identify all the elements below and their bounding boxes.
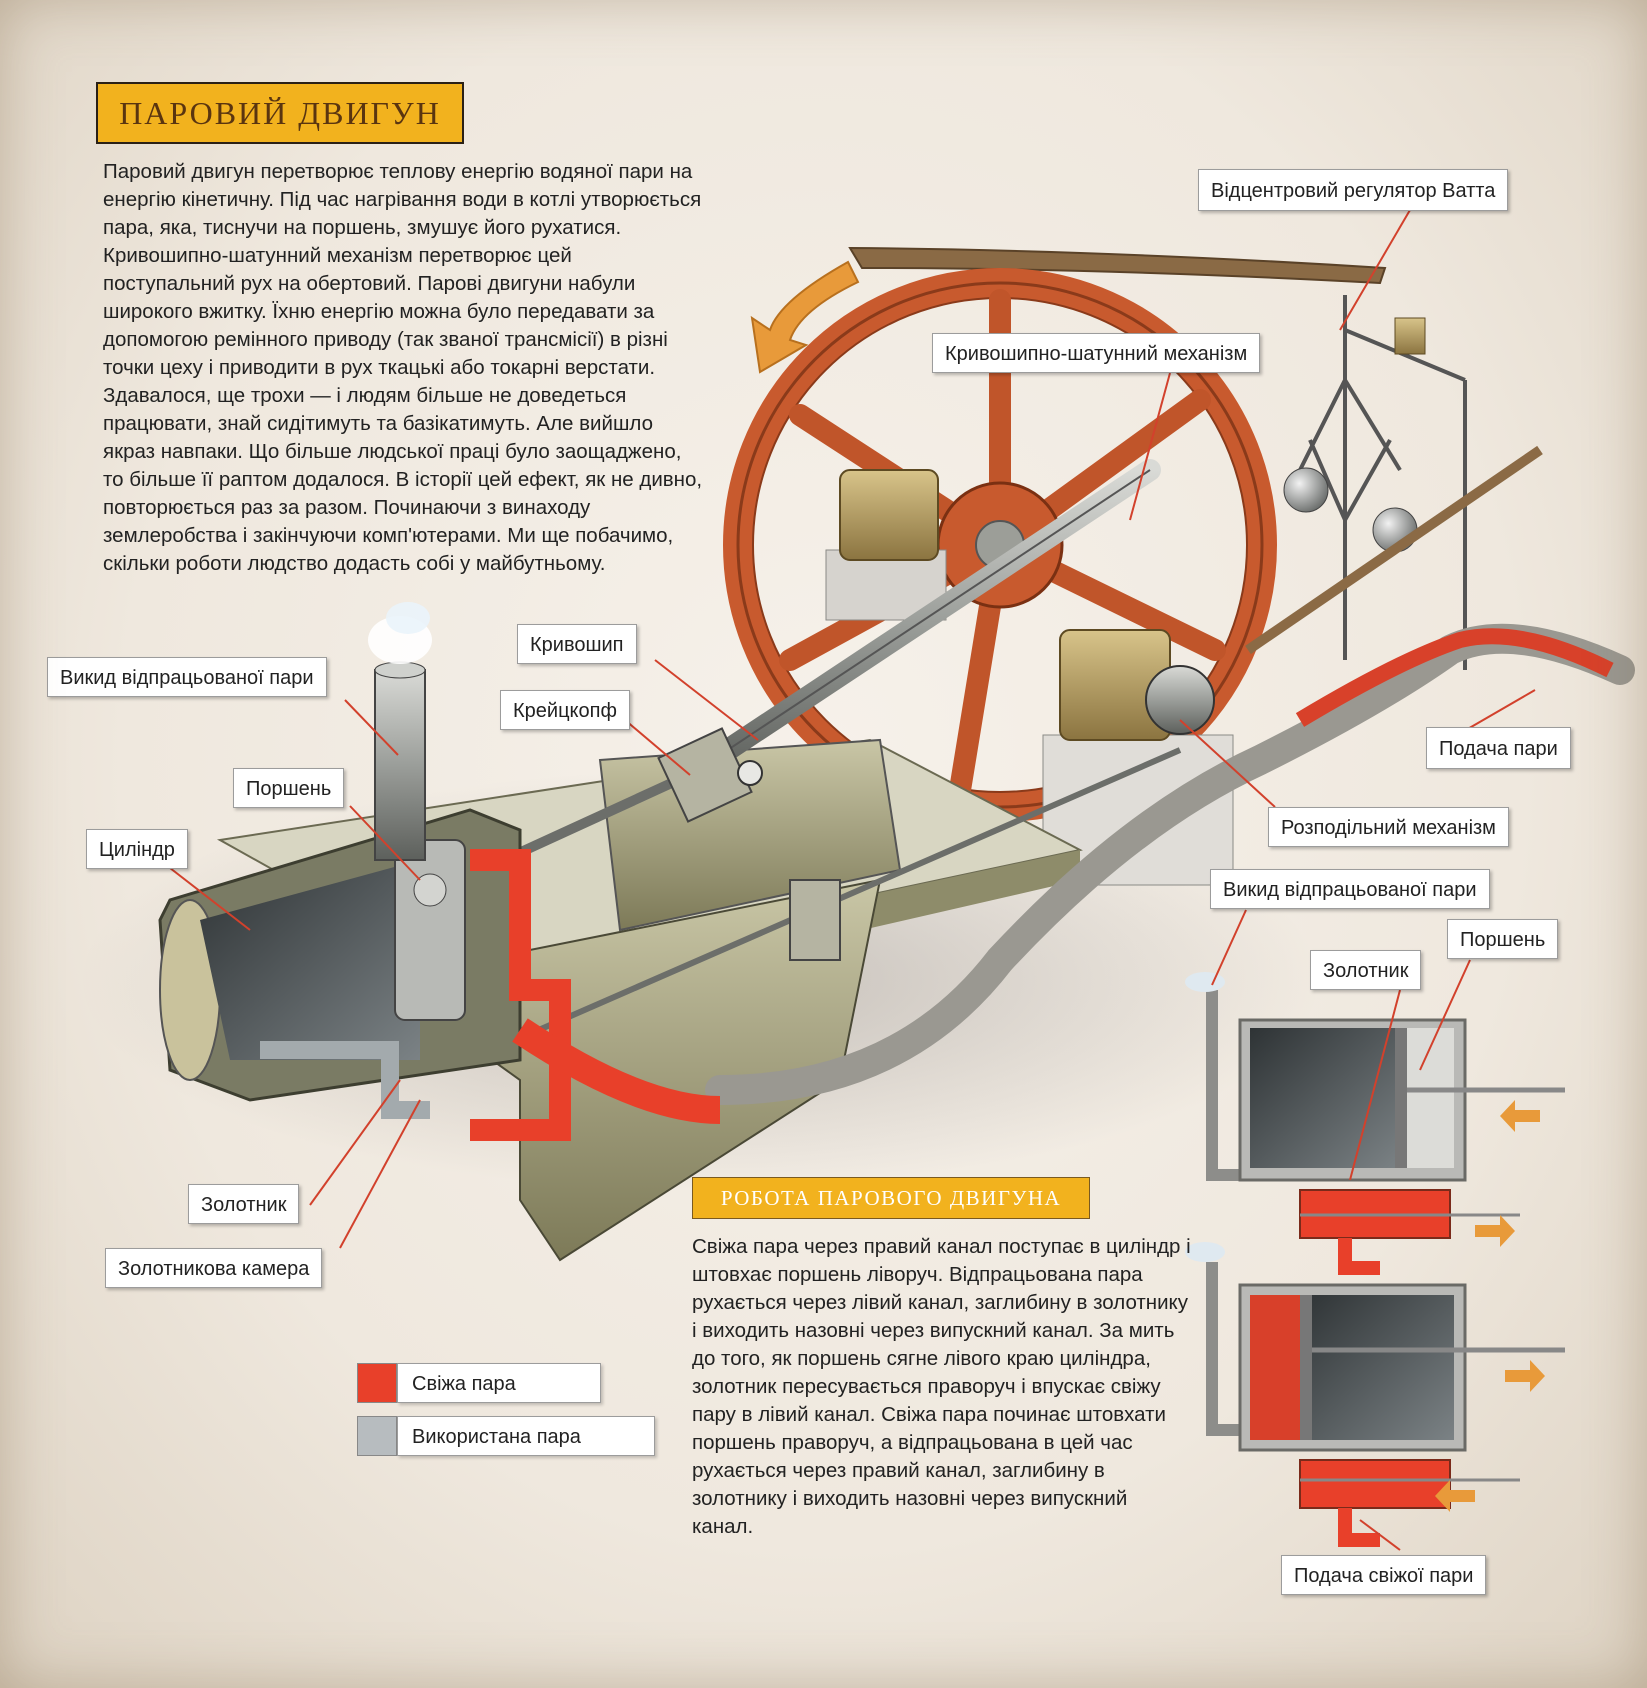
- label-slide-valve-main: Золотник: [188, 1184, 300, 1224]
- label-crosshead: Крейцкопф: [500, 690, 630, 730]
- label-fresh-steam-supply: Подача свіжої пари: [1281, 1555, 1487, 1595]
- label-valve-chamber: Золотникова камера: [105, 1248, 323, 1288]
- label-steam-supply: Подача пари: [1426, 727, 1571, 769]
- label-piston-small: Поршень: [1447, 919, 1559, 959]
- intro-paragraph: Паровий двигун перетворює теплову енергі…: [103, 160, 703, 575]
- page-title-text: ПАРОВИЙ ДВИГУН: [119, 94, 441, 131]
- small-diagram-1: [1185, 972, 1565, 1275]
- label-governor: Відцентровий регулятор Ватта: [1198, 169, 1509, 211]
- section-title: РОБОТА ПАРОВОГО ДВИГУНА: [692, 1177, 1090, 1219]
- legend-fresh-steam: Свіжа пара: [357, 1363, 601, 1403]
- page-title: ПАРОВИЙ ДВИГУН: [96, 82, 464, 144]
- legend-label-used: Використана пара: [397, 1416, 655, 1456]
- legend-swatch-fresh: [357, 1363, 397, 1403]
- label-cylinder: Циліндр: [86, 829, 188, 869]
- label-crank: Кривошип: [517, 624, 637, 664]
- work-paragraph: Свіжа пара через правий канал поступає в…: [692, 1235, 1191, 1538]
- label-valve-gear: Розподільний механізм: [1268, 807, 1509, 847]
- legend-swatch-used: [357, 1416, 397, 1456]
- small-diagram-2: [1185, 1242, 1565, 1547]
- section-title-text: РОБОТА ПАРОВОГО ДВИГУНА: [720, 1185, 1062, 1210]
- label-exhaust-small: Викид відпрацьованої пари: [1210, 869, 1490, 909]
- label-crank-mechanism: Кривошипно-шатунний механізм: [932, 333, 1261, 373]
- label-exhaust-main: Викид відпрацьованої пари: [47, 657, 327, 697]
- label-slide-valve-small: Золотник: [1310, 950, 1422, 990]
- legend-used-steam: Використана пара: [357, 1416, 655, 1456]
- label-piston-main: Поршень: [233, 768, 345, 808]
- legend-label-fresh: Свіжа пара: [397, 1363, 601, 1403]
